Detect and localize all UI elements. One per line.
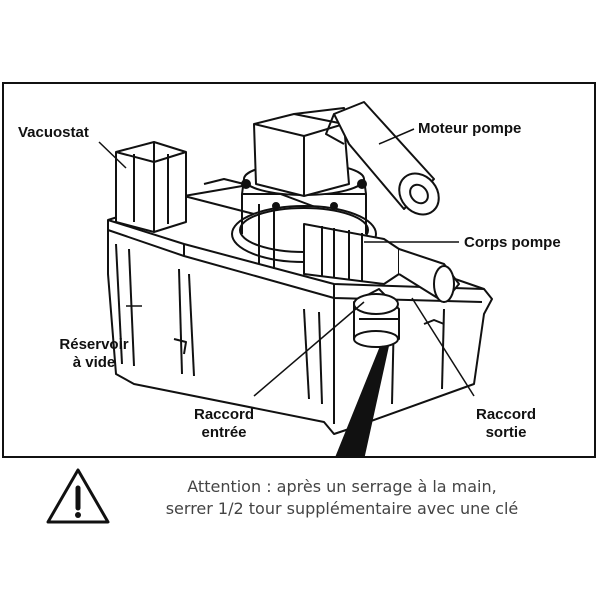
- vacuostat-box: [115, 141, 187, 233]
- warning-line-2: serrer 1/2 tour supplémentaire avec une …: [165, 499, 519, 518]
- diagram-frame: Vacuostat Moteur pompe Corps pompe Réser…: [2, 82, 596, 458]
- label-raccord-sortie-line1: Raccord: [475, 406, 537, 423]
- label-raccord-entree: Raccord entrée: [184, 406, 264, 442]
- pump-body-pipe: [303, 223, 460, 303]
- label-reservoir: Réservoir à vide: [54, 336, 134, 372]
- label-raccord-entree-line1: Raccord: [193, 406, 255, 423]
- label-moteur-pompe: Moteur pompe: [418, 120, 522, 137]
- label-raccord-sortie-line2: sortie: [485, 424, 527, 441]
- warning-triangle-icon: [46, 468, 110, 524]
- label-vacuostat: Vacuostat: [18, 124, 89, 141]
- label-corps-pompe: Corps pompe: [464, 234, 561, 251]
- leader-lines: [98, 128, 475, 397]
- label-raccord-sortie: Raccord sortie: [466, 406, 546, 442]
- warning-text: Attention : après un serrage à la main, …: [112, 476, 572, 520]
- warning-notice: Attention : après un serrage à la main, …: [0, 462, 600, 542]
- motor-cylinder: [325, 101, 440, 216]
- label-reservoir-line2: à vide: [72, 354, 116, 371]
- warning-line-1: Attention : après un serrage à la main,: [187, 477, 497, 496]
- pointer-wedge: [335, 346, 389, 456]
- pump-diagram: [98, 101, 493, 456]
- elbow-pipe: [353, 288, 400, 348]
- motor-head: [253, 107, 350, 197]
- label-raccord-entree-line2: entrée: [201, 424, 247, 441]
- label-reservoir-line1: Réservoir: [59, 336, 129, 353]
